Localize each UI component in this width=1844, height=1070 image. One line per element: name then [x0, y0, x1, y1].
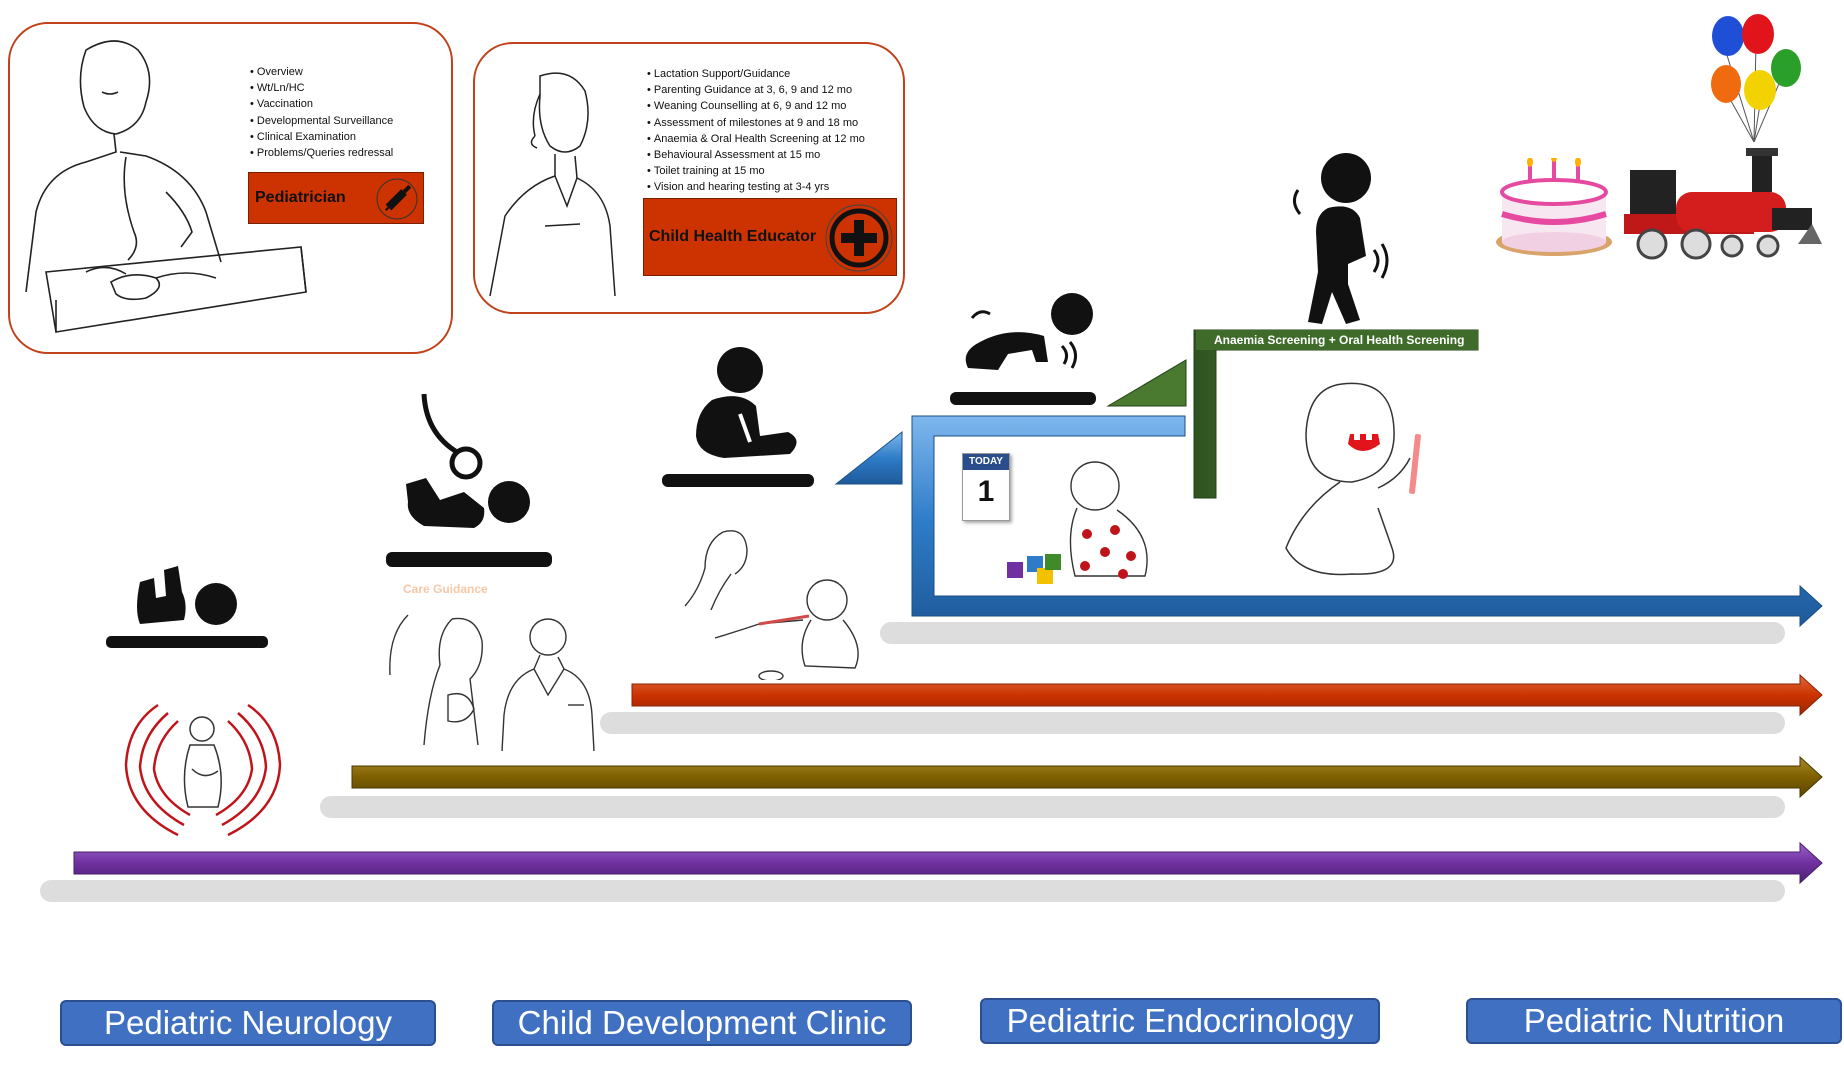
baby-playing-blocks-icon	[1007, 461, 1148, 584]
calendar-icon: TODAY 1	[962, 453, 1010, 521]
crawling-baby-icon	[950, 293, 1096, 405]
syringe-icon	[376, 178, 418, 220]
newborn-lying-icon	[106, 566, 268, 648]
blue-timeline-arrow	[911, 415, 1823, 628]
pediatrician-examining-infant-icon	[25, 40, 307, 333]
list-item: Vision and hearing testing at 3-4 yrs	[647, 179, 865, 195]
list-item: Lactation Support/Guidance	[647, 66, 865, 82]
pediatrician-task-list: Overview Wt/Ln/HC Vaccination Developmen…	[250, 64, 393, 161]
screening-label: Anaemia Screening + Oral Health Screenin…	[1196, 330, 1478, 350]
mother-and-doctor-icon	[389, 614, 595, 752]
list-item: Vaccination	[250, 96, 393, 112]
blue-step-wedge	[834, 430, 903, 485]
health-educator-portrait-icon	[489, 72, 616, 297]
list-item: Weaning Counselling at 6, 9 and 12 mo	[647, 98, 865, 114]
medical-cross-icon	[825, 204, 893, 272]
role-label: Pediatrician	[255, 189, 346, 206]
calendar-day: 1	[977, 475, 995, 508]
sitting-baby-icon	[662, 347, 814, 487]
mother-feeding-baby-icon	[684, 530, 859, 680]
list-item: Assessment of milestones at 9 and 18 mo	[647, 115, 865, 131]
arrow-shadow	[880, 622, 1785, 644]
list-item: Developmental Surveillance	[250, 113, 393, 129]
role-label: Child Health Educator	[649, 228, 817, 245]
birthday-cake-icon	[1496, 158, 1612, 256]
arrow-shadow	[600, 712, 1785, 734]
green-step-wedge	[1106, 359, 1187, 407]
list-item: Overview	[250, 64, 393, 80]
list-item: Parenting Guidance at 3, 6, 9 and 12 mo	[647, 82, 865, 98]
child-health-educator-card: Lactation Support/Guidance Parenting Gui…	[473, 42, 905, 314]
care-guidance-label: Care Guidance	[403, 582, 488, 596]
clinic-pediatric-neurology[interactable]: Pediatric Neurology	[60, 1000, 436, 1046]
olive-timeline-arrow	[351, 755, 1823, 799]
list-item: Toilet training at 15 mo	[647, 163, 865, 179]
list-item: Clinical Examination	[250, 129, 393, 145]
baby-toothbrush-icon	[1285, 382, 1421, 576]
list-item: Wt/Ln/HC	[250, 80, 393, 96]
purple-timeline-arrow	[73, 841, 1823, 885]
list-item: Anaemia & Oral Health Screening at 12 mo	[647, 131, 865, 147]
clinic-pediatric-nutrition[interactable]: Pediatric Nutrition	[1466, 998, 1842, 1044]
clinic-child-development[interactable]: Child Development Clinic	[492, 1000, 912, 1046]
clinic-pediatric-endocrinology[interactable]: Pediatric Endocrinology	[980, 998, 1380, 1044]
walking-child-icon	[1293, 153, 1389, 324]
list-item: Behavioural Assessment at 15 mo	[647, 147, 865, 163]
educator-task-list: Lactation Support/Guidance Parenting Gui…	[647, 66, 865, 196]
mother-in-caring-hands-icon	[124, 703, 282, 837]
calendar-header: TODAY	[963, 454, 1009, 470]
infant-mobile-icon	[386, 393, 552, 567]
arrow-shadow	[40, 880, 1785, 902]
balloons-icon	[1711, 14, 1801, 143]
toy-train-icon	[1624, 148, 1822, 260]
educator-role-box: Child Health Educator	[643, 198, 897, 276]
pediatrician-card: Overview Wt/Ln/HC Vaccination Developmen…	[8, 22, 453, 354]
arrow-shadow	[320, 796, 1785, 818]
list-item: Problems/Queries redressal	[250, 145, 393, 161]
red-timeline-arrow	[631, 673, 1823, 717]
pediatrician-role-box: Pediatrician	[248, 172, 424, 224]
